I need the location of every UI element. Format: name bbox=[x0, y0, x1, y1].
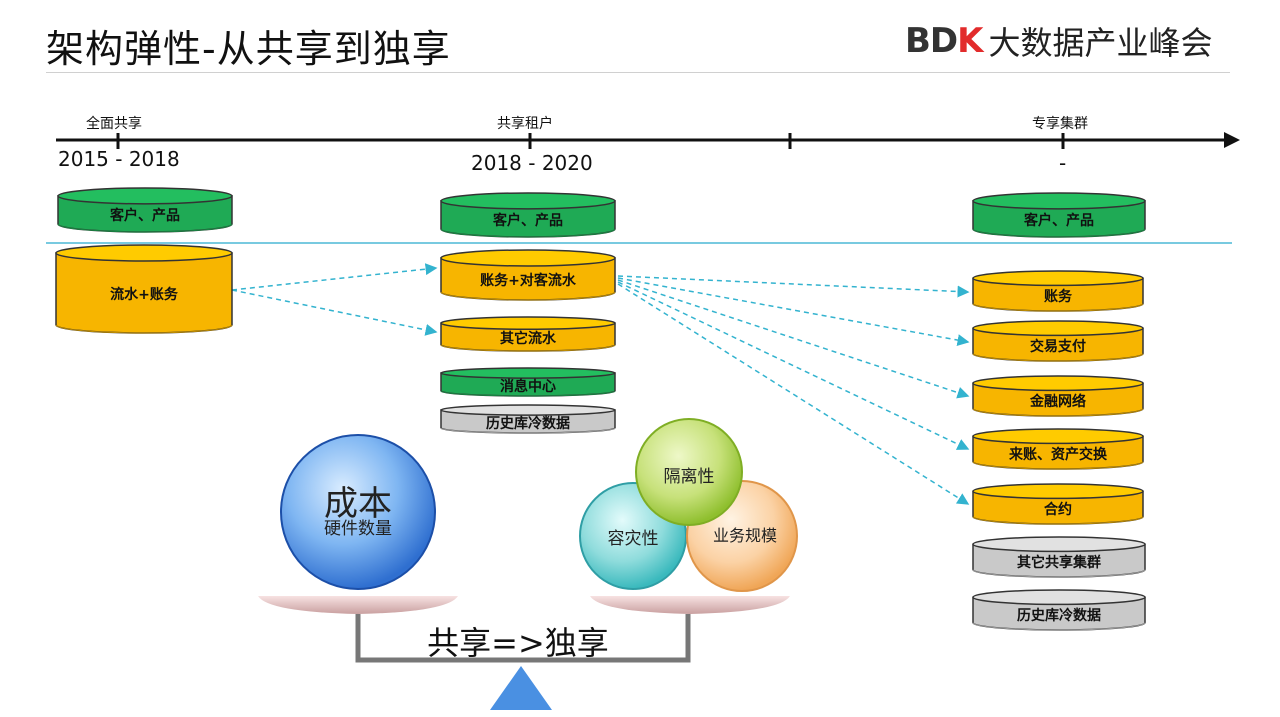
cylinder-label: 历史库冷数据 bbox=[1017, 607, 1101, 624]
arrow-to-contract bbox=[617, 283, 970, 505]
cylinder-label: 金融网络 bbox=[1030, 393, 1086, 410]
cost-title: 成本 bbox=[324, 484, 392, 524]
logo-mark: BDK bbox=[905, 21, 984, 61]
cylinder-label: 来账、资产交换 bbox=[1009, 446, 1107, 463]
cyl-s2-message-center: 消息中心 bbox=[440, 367, 616, 397]
isolation-label: 隔离性 bbox=[663, 467, 715, 487]
left-plate bbox=[258, 596, 458, 614]
logo-text: 大数据产业峰会 bbox=[988, 24, 1213, 62]
cyl-s1-customer-product: 客户、产品 bbox=[57, 187, 233, 233]
business-scale-label: 业务规模 bbox=[712, 526, 777, 545]
cyl-s3-history-cold: 历史库冷数据 bbox=[972, 589, 1146, 631]
arrow-to-account bbox=[617, 275, 970, 298]
cylinder-label: 客户、产品 bbox=[1024, 212, 1094, 229]
cylinder-label: 其它共享集群 bbox=[1017, 554, 1101, 571]
stage-label-3: 专享集群 bbox=[1032, 116, 1088, 132]
cyl-s3-payment: 交易支付 bbox=[972, 320, 1144, 362]
cylinder-label: 客户、产品 bbox=[493, 212, 563, 229]
cylinder-label: 合约 bbox=[1044, 501, 1072, 518]
arrow-s1-to-other-flow bbox=[231, 289, 438, 336]
arrow-to-exchange bbox=[617, 281, 970, 450]
cost-subtitle: 硬件数量 bbox=[324, 519, 392, 539]
isolation-circle bbox=[635, 418, 743, 526]
stage-years-2: 2018 - 2020 bbox=[471, 151, 593, 175]
right-plate bbox=[590, 596, 790, 614]
header-divider bbox=[46, 72, 1230, 73]
cylinder-label: 消息中心 bbox=[500, 378, 556, 395]
cyl-s3-other-shared: 其它共享集群 bbox=[972, 536, 1146, 578]
cyl-s2-ledger-flow: 账务+对客流水 bbox=[440, 249, 616, 301]
cylinder-label: 客户、产品 bbox=[110, 207, 180, 224]
arrow-s1-to-ledger bbox=[231, 263, 438, 291]
cylinder-label: 其它流水 bbox=[500, 331, 556, 348]
stage-years-3: - bbox=[1059, 151, 1067, 175]
stage-label-1: 全面共享 bbox=[86, 116, 142, 132]
beam-label: 共享=>独享 bbox=[427, 624, 609, 662]
stage-years-1: 2015 - 2018 bbox=[58, 147, 180, 171]
cylinder-label: 流水+账务 bbox=[110, 287, 178, 303]
disaster-recovery-label: 容灾性 bbox=[607, 529, 659, 549]
cyl-s2-history-cold: 历史库冷数据 bbox=[440, 404, 616, 434]
cyl-s2-customer-product: 客户、产品 bbox=[440, 192, 616, 238]
cylinder-label: 账务 bbox=[1044, 288, 1072, 305]
cylinder-label: 历史库冷数据 bbox=[486, 415, 570, 432]
fulcrum-triangle bbox=[490, 666, 552, 710]
scale-beam bbox=[355, 614, 691, 663]
stage-label-2: 共享租户 bbox=[497, 116, 553, 132]
page-title: 架构弹性-从共享到独享 bbox=[46, 27, 451, 71]
cyl-s3-asset-exchange: 来账、资产交换 bbox=[972, 428, 1144, 470]
cyl-s2-other-flow: 其它流水 bbox=[440, 316, 616, 352]
cyl-s3-customer-product: 客户、产品 bbox=[972, 192, 1146, 238]
cyl-s3-contract: 合约 bbox=[972, 483, 1144, 525]
cyl-s1-flow-ledger: 流水+账务 bbox=[55, 244, 233, 334]
arrow-to-network bbox=[617, 279, 970, 399]
cylinder-label: 账务+对客流水 bbox=[480, 273, 576, 289]
cost-circle bbox=[280, 434, 436, 590]
cyl-s3-finance-network: 金融网络 bbox=[972, 375, 1144, 417]
bdk-logo: BDK 大数据产业峰会 bbox=[905, 20, 1213, 62]
cylinder-label: 交易支付 bbox=[1030, 338, 1086, 355]
timeline-arrowhead bbox=[1224, 132, 1240, 148]
cyl-s3-account: 账务 bbox=[972, 270, 1144, 312]
